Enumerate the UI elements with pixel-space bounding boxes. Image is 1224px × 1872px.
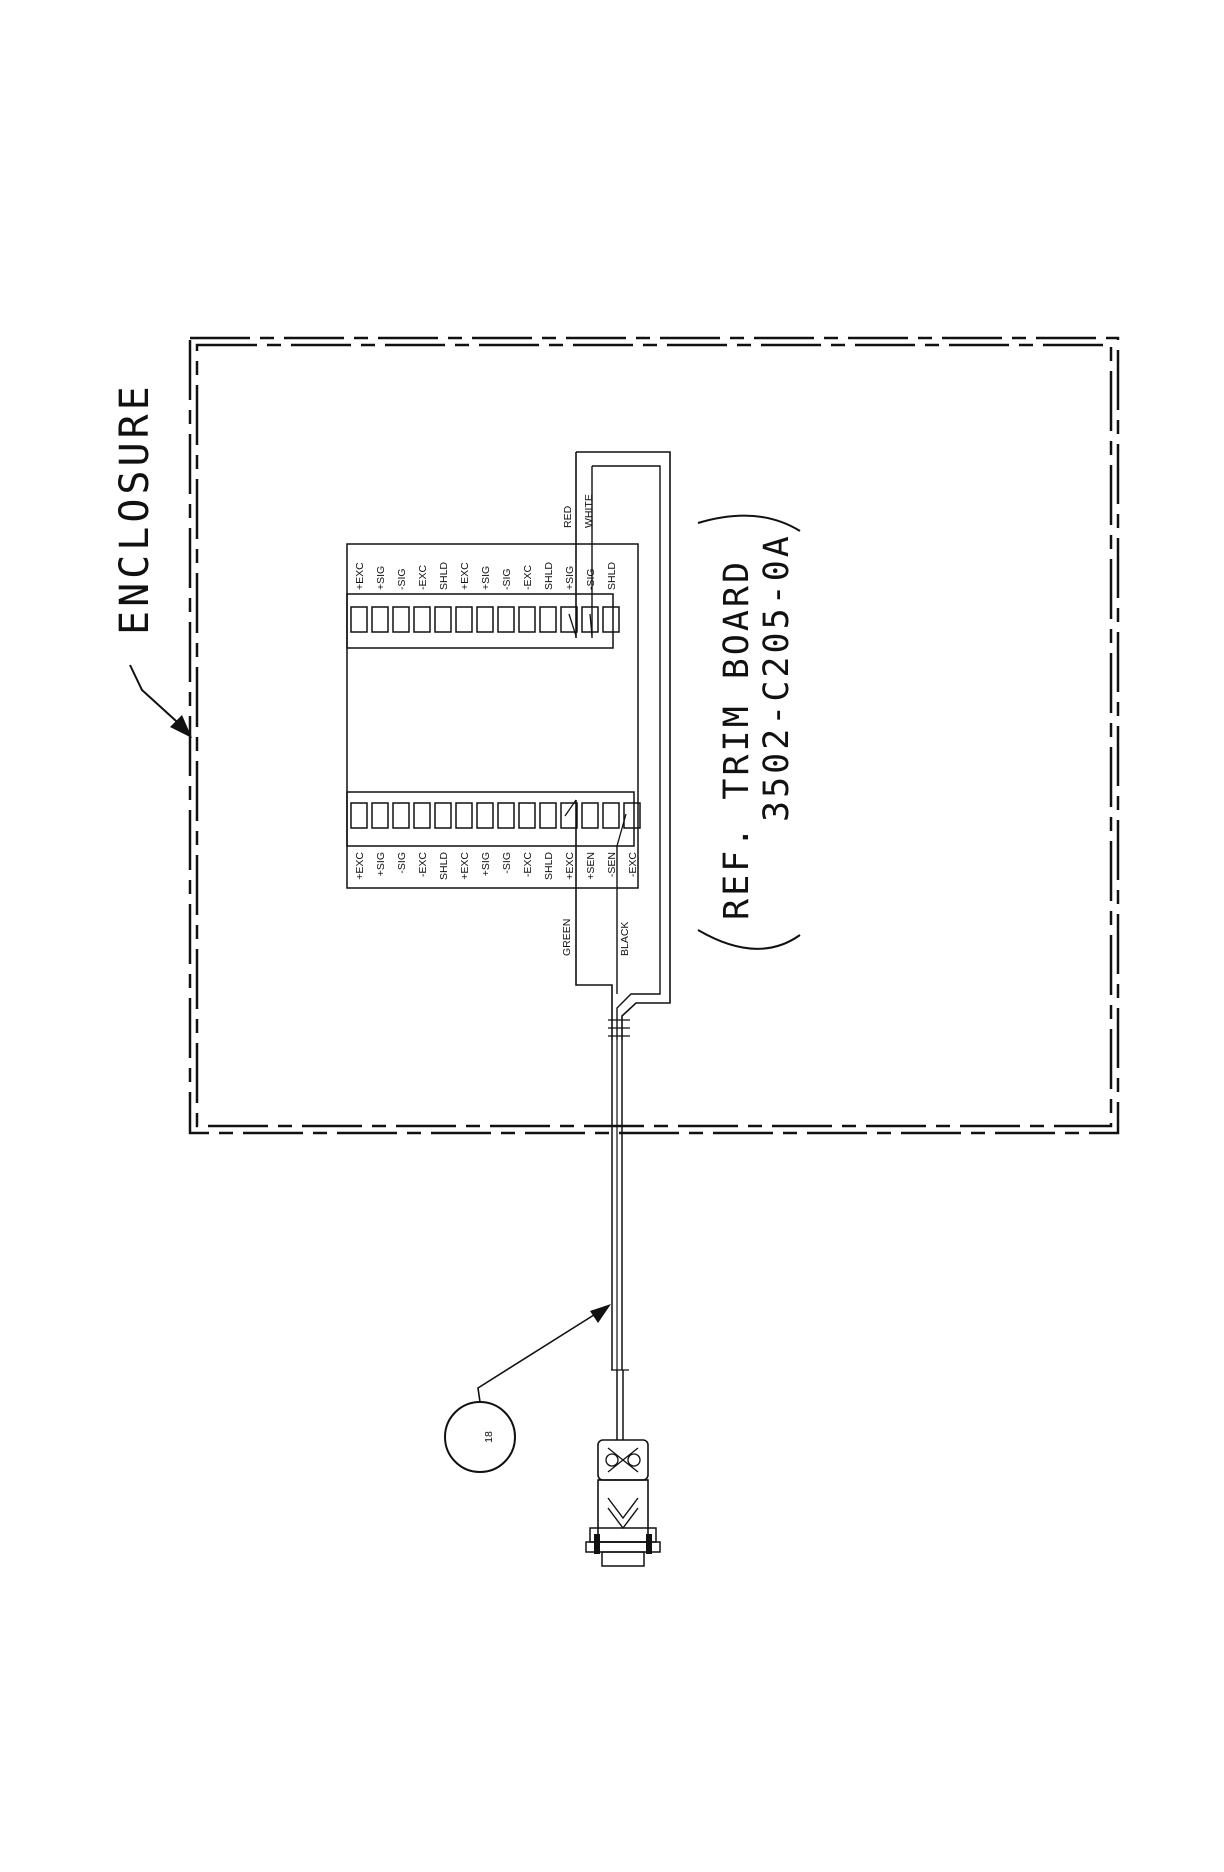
bottom-terminal-cell (498, 803, 514, 828)
top-terminal-cell (519, 607, 535, 632)
enclosure-label: ENCLOSURE (112, 382, 158, 635)
bottom-terminal-cell (561, 803, 577, 828)
top-terminal-label: -EXC (417, 564, 429, 590)
bottom-terminal-label: -SIG (396, 852, 408, 874)
bottom-terminal-label: +EXC (354, 852, 366, 880)
bottom-terminal-cell (540, 803, 556, 828)
top-terminal-cell (414, 607, 430, 632)
top-terminal-label: +SIG (564, 566, 576, 590)
top-terminal-cell (477, 607, 493, 632)
bottom-terminal-strip (347, 792, 640, 846)
top-terminal-cell (372, 607, 388, 632)
top-terminal-strip (347, 594, 619, 648)
db9-connector (586, 1440, 660, 1566)
bottom-terminal-label: -EXC (627, 852, 639, 878)
item-callout: 18 (445, 1304, 611, 1472)
trim-board-reference: REF. TRIM BOARD 3502-C205-0A (698, 516, 800, 949)
bottom-terminal-label: SHLD (438, 852, 450, 880)
top-terminal-cell (393, 607, 409, 632)
bottom-terminal-label: +EXC (459, 852, 471, 880)
bottom-terminal-cell (393, 803, 409, 828)
top-terminal-label: SHLD (543, 562, 555, 590)
top-terminal-cell (498, 607, 514, 632)
top-terminal-cell (456, 607, 472, 632)
item-callout-number: 18 (483, 1431, 495, 1443)
top-terminal-label: +SIG (480, 566, 492, 590)
top-terminal-cell (435, 607, 451, 632)
top-terminal-label: -EXC (522, 564, 534, 590)
enclosure-boundary (190, 338, 1118, 1133)
bottom-terminal-label: -EXC (522, 852, 534, 878)
enclosure-leader-arrow (130, 665, 192, 738)
top-terminal-label: SHLD (606, 562, 618, 590)
bottom-terminal-cell (519, 803, 535, 828)
wire-label-red: RED (562, 505, 574, 528)
wire-leads (565, 614, 626, 846)
bottom-terminal-label: +SIG (375, 852, 387, 876)
top-terminal-label: -SIG (585, 568, 597, 590)
top-terminal-cell (561, 607, 577, 632)
bottom-terminal-cell (435, 803, 451, 828)
top-terminal-cell (540, 607, 556, 632)
wire-label-white: WHITE (583, 494, 595, 528)
trim-board-reference-line2: 3502-C205-0A (757, 533, 797, 822)
wire-label-green: GREEN (561, 919, 573, 956)
top-terminal-cell (351, 607, 367, 632)
trim-board-reference-line1: REF. TRIM BOARD (717, 559, 757, 920)
bottom-terminal-label: +SEN (585, 852, 597, 880)
top-terminal-label: +EXC (354, 562, 366, 590)
bottom-terminal-label: SHLD (543, 852, 555, 880)
top-terminal-label: -SIG (396, 568, 408, 590)
top-terminal-label: +EXC (459, 562, 471, 590)
bottom-terminal-label: -SEN (606, 852, 618, 877)
bottom-terminal-labels: +EXC +SIG -SIG -EXC SHLD +EXC +SIG -SIG … (354, 852, 639, 880)
top-terminal-label: +SIG (375, 566, 387, 590)
bottom-terminal-cell (414, 803, 430, 828)
wire-label-black: BLACK (619, 922, 631, 956)
bottom-terminal-cell (477, 803, 493, 828)
bottom-terminal-cell (372, 803, 388, 828)
bottom-terminal-label: -EXC (417, 852, 429, 878)
bottom-terminal-label: +SIG (480, 852, 492, 876)
top-terminal-labels: +EXC +SIG -SIG -EXC SHLD +EXC +SIG -SIG … (354, 562, 618, 590)
top-terminal-cell (603, 607, 619, 632)
top-terminal-label: -SIG (501, 568, 513, 590)
trim-board (347, 544, 638, 888)
bottom-terminal-label: -SIG (501, 852, 513, 874)
bottom-terminal-cell (582, 803, 598, 828)
bottom-terminal-cell (603, 803, 619, 828)
bottom-terminal-label: +EXC (564, 852, 576, 880)
bottom-terminal-cell (351, 803, 367, 828)
external-cable (611, 1040, 629, 1440)
top-terminal-label: SHLD (438, 562, 450, 590)
bottom-terminal-cell (456, 803, 472, 828)
